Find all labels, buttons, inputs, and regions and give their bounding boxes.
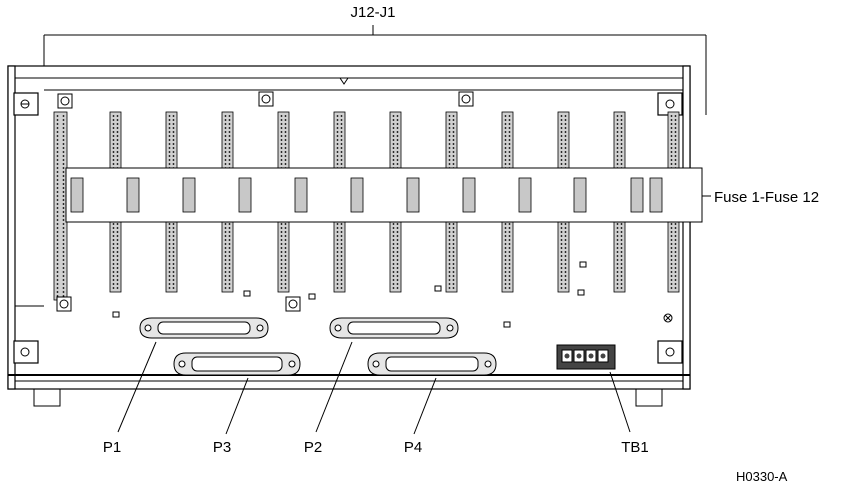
fuse — [649, 177, 663, 213]
connector-p3 — [173, 352, 301, 376]
fuse — [70, 177, 84, 213]
connector-p2 — [329, 317, 459, 339]
slots-label: J12-J1 — [350, 4, 395, 21]
fuses — [70, 177, 663, 213]
screw-icon — [57, 93, 73, 109]
mounting-tab-bottom-right — [657, 340, 683, 364]
fuses-label: Fuse 1-Fuse 12 — [714, 189, 819, 206]
connector-p1 — [139, 317, 269, 339]
leader-lines — [117, 341, 631, 435]
p3-label: P3 — [213, 439, 231, 456]
terminal-block-tb1 — [556, 344, 616, 370]
p2-label: P2 — [304, 439, 322, 456]
screw-icon — [56, 296, 72, 312]
screw-icon — [258, 91, 274, 107]
fuse-band — [65, 167, 703, 223]
mounting-tab-top-left — [13, 92, 39, 116]
screw-icon — [285, 296, 301, 312]
fuses-bracket — [694, 167, 711, 223]
fuse — [518, 177, 532, 213]
card-slot — [53, 111, 68, 301]
fuse — [294, 177, 308, 213]
tb1-label: TB1 — [621, 439, 649, 456]
mounting-tab-bottom-left — [13, 340, 39, 364]
p1-label: P1 — [103, 439, 121, 456]
board-markings — [112, 261, 587, 328]
ground-screw-icon — [663, 313, 673, 323]
figure-id: H0330-A — [736, 469, 788, 484]
fuse — [350, 177, 364, 213]
fuse — [406, 177, 420, 213]
fuse — [126, 177, 140, 213]
fuse — [630, 177, 644, 213]
p4-label: P4 — [404, 439, 422, 456]
screw-icon — [458, 91, 474, 107]
fuse — [462, 177, 476, 213]
fuse — [573, 177, 587, 213]
connector-p4 — [367, 352, 497, 376]
fuse — [238, 177, 252, 213]
fuse — [182, 177, 196, 213]
